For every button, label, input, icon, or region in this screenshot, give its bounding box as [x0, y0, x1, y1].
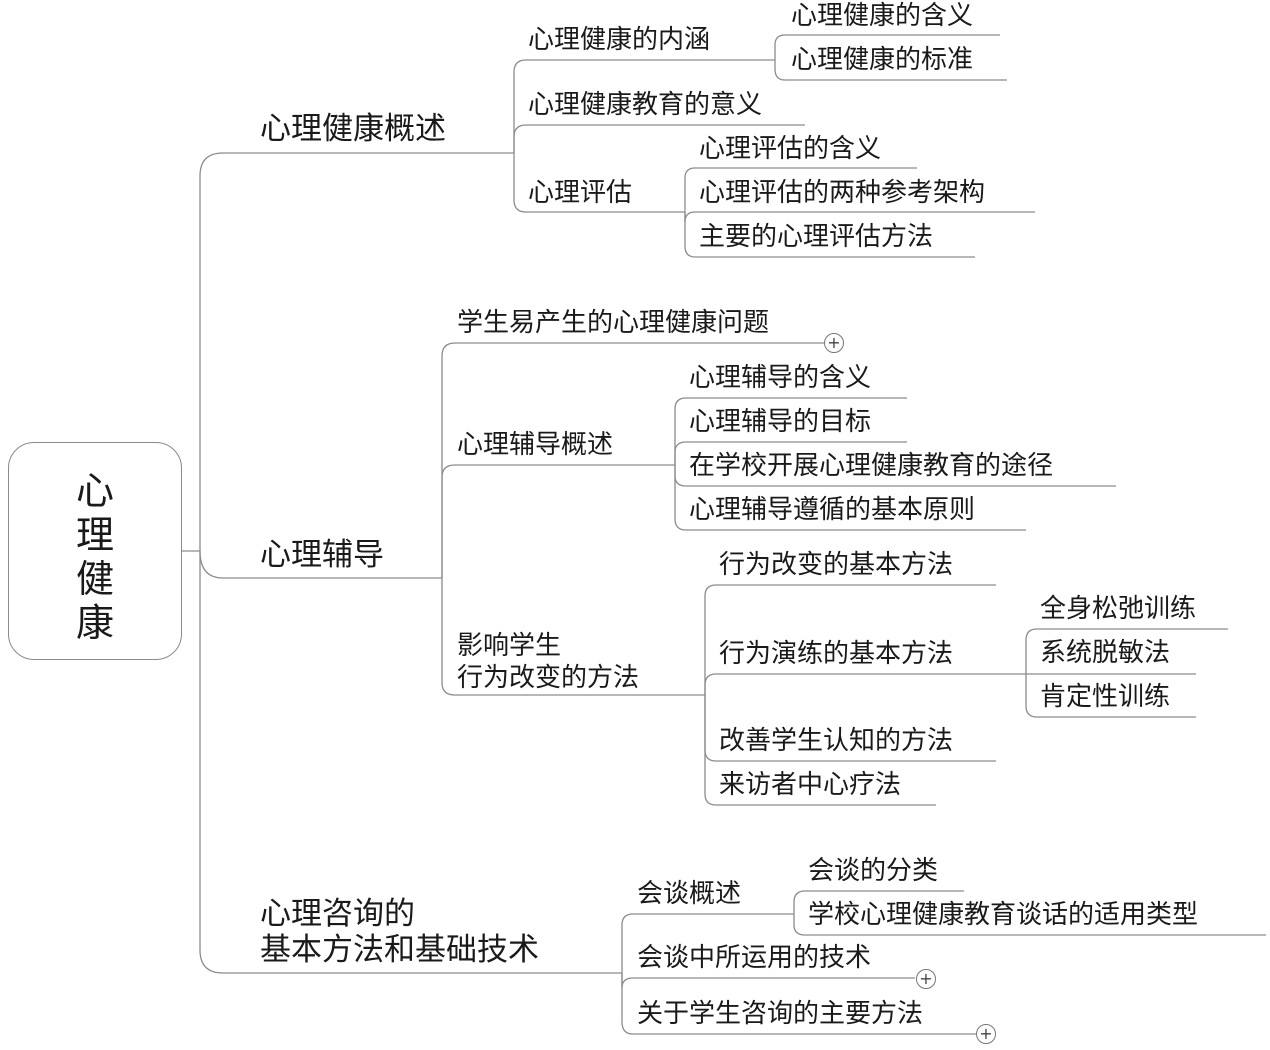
- node-client-centered[interactable]: 来访者中心疗法: [719, 770, 902, 800]
- node-interview-types[interactable]: 会谈的分类: [808, 856, 939, 886]
- plus-circle-icon[interactable]: +: [976, 1024, 996, 1044]
- plus-circle-icon[interactable]: +: [824, 333, 844, 353]
- node-assessment-meaning[interactable]: 心理评估的含义: [699, 134, 882, 164]
- node-student-consulting[interactable]: 关于学生咨询的主要方法: [637, 999, 924, 1029]
- node-relaxation[interactable]: 全身松弛训练: [1040, 594, 1197, 624]
- node-counseling-meaning[interactable]: 心理辅导的含义: [689, 363, 872, 393]
- node-health-standards[interactable]: 心理健康的标准: [791, 45, 974, 75]
- node-meaning-of-health[interactable]: 心理健康的含义: [791, 1, 974, 31]
- plus-circle-icon[interactable]: +: [916, 969, 936, 989]
- node-connotation[interactable]: 心理健康的内涵: [528, 25, 711, 55]
- node-school-approaches[interactable]: 在学校开展心理健康教育的途径: [689, 451, 1054, 481]
- node-behavior-basic[interactable]: 行为改变的基本方法: [719, 550, 954, 580]
- branch-consulting-methods[interactable]: 心理咨询的 基本方法和基础技术: [260, 896, 539, 968]
- node-counseling-overview[interactable]: 心理辅导概述: [457, 430, 614, 460]
- node-assessment-frameworks[interactable]: 心理评估的两种参考架构: [699, 178, 986, 208]
- node-behavior-rehearsal[interactable]: 行为演练的基本方法: [719, 639, 954, 669]
- node-assessment[interactable]: 心理评估: [528, 178, 633, 208]
- node-behavior-change[interactable]: 影响学生 行为改变的方法: [457, 631, 640, 693]
- node-interview-overview[interactable]: 会谈概述: [637, 879, 742, 909]
- node-cognition[interactable]: 改善学生认知的方法: [719, 726, 954, 756]
- node-counseling-goals[interactable]: 心理辅导的目标: [689, 407, 872, 437]
- node-assertiveness[interactable]: 肯定性训练: [1040, 682, 1171, 712]
- branch-mental-health-overview[interactable]: 心理健康概述: [260, 111, 446, 147]
- node-education-significance[interactable]: 心理健康教育的意义: [528, 90, 763, 120]
- branch-psychological-counseling[interactable]: 心理辅导: [260, 537, 384, 573]
- node-desensitization[interactable]: 系统脱敏法: [1040, 638, 1171, 668]
- node-assessment-methods[interactable]: 主要的心理评估方法: [699, 222, 934, 252]
- node-interview-techniques[interactable]: 会谈中所运用的技术: [637, 943, 872, 973]
- node-basic-principles[interactable]: 心理辅导遵循的基本原则: [689, 495, 976, 525]
- node-talk-types[interactable]: 学校心理健康教育谈话的适用类型: [808, 900, 1199, 930]
- root-node[interactable]: 心 理 健 康: [8, 442, 182, 660]
- root-label: 心 理 健 康: [75, 469, 114, 645]
- node-student-problems[interactable]: 学生易产生的心理健康问题: [457, 308, 770, 338]
